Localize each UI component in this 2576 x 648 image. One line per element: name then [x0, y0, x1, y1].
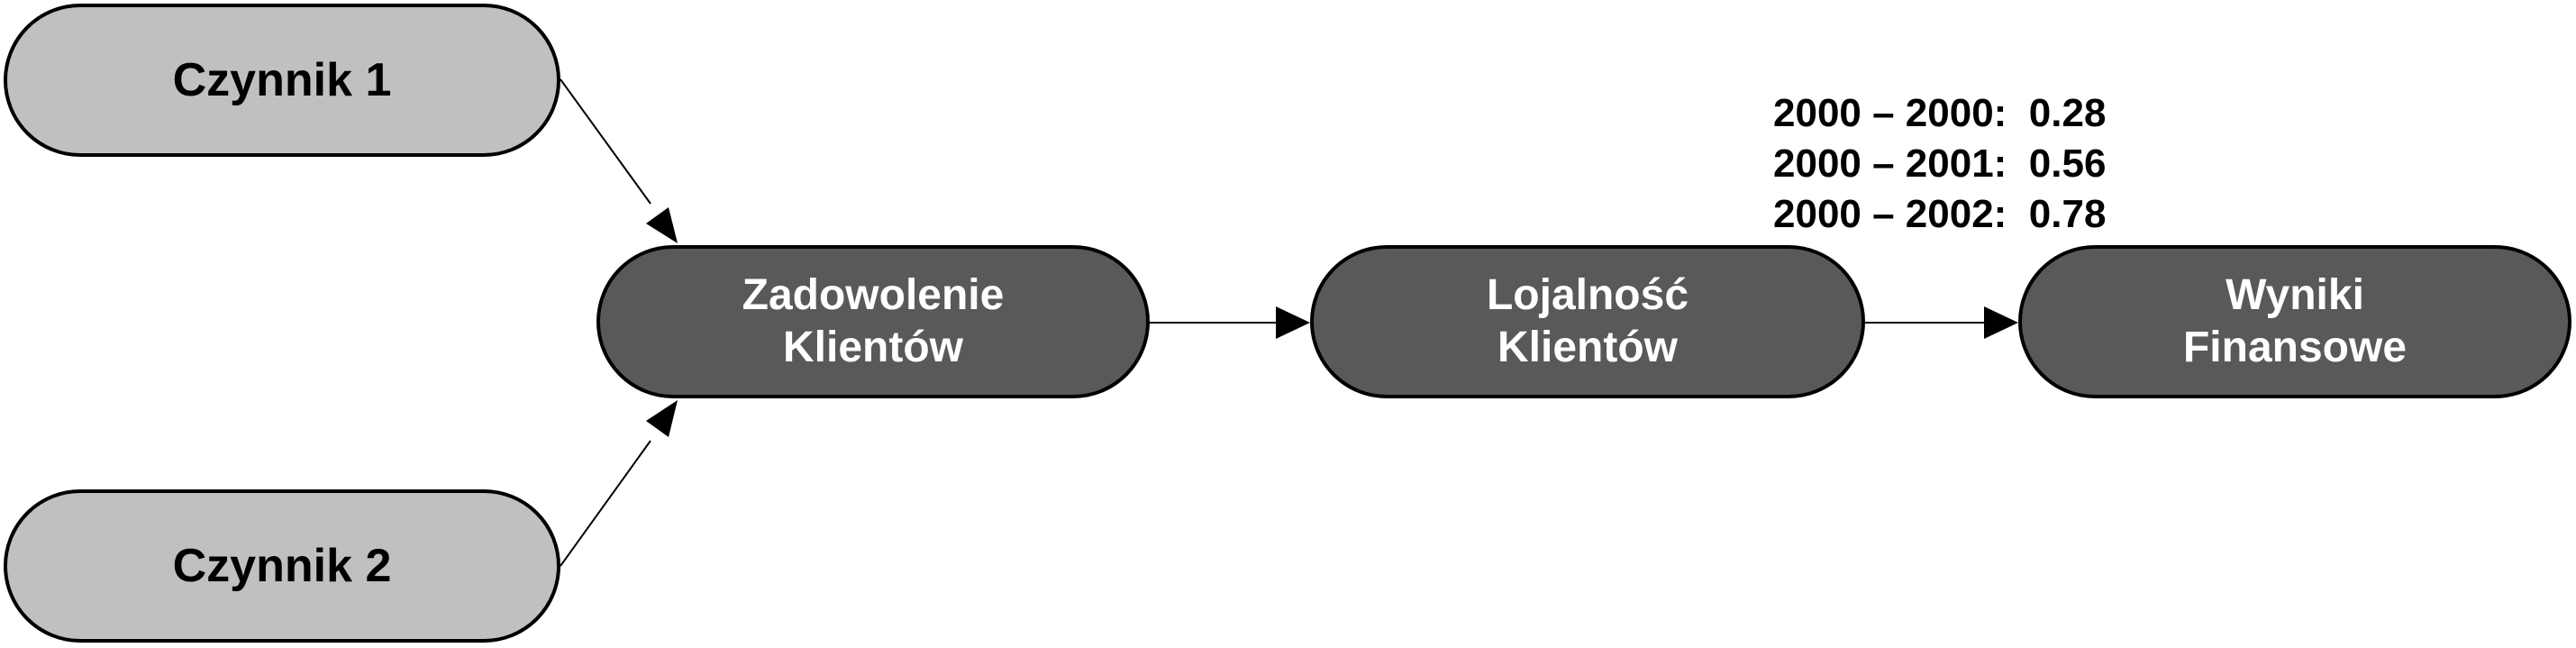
node-lojalnosc-line1: Lojalność — [1486, 271, 1689, 320]
correlation-period: 2000 – 2002: — [1773, 192, 2007, 236]
arrowhead-loyalty-to-financial — [1984, 306, 2018, 339]
node-czynnik-1-label: Czynnik 1 — [172, 54, 392, 106]
node-czynnik-2: Czynnik 2 — [4, 489, 560, 643]
node-wyniki-finansowe: Wyniki Finansowe — [2018, 245, 2571, 398]
correlation-period: 2000 – 2001: — [1773, 141, 2007, 186]
correlation-row: 2000 – 2000: 0.28 — [1773, 88, 2106, 139]
node-lojalnosc-klientow: Lojalność Klientów — [1310, 245, 1865, 398]
edge-factor2-to-satisfaction — [560, 440, 651, 567]
correlation-row: 2000 – 2001: 0.56 — [1773, 139, 2106, 189]
node-wyniki-line1: Wyniki — [2226, 271, 2364, 320]
arrowhead-factor2-to-satisfaction — [646, 400, 678, 437]
arrowhead-factor1-to-satisfaction — [646, 207, 678, 243]
node-zadowolenie-line1: Zadowolenie — [742, 271, 1005, 320]
correlation-value: 0.28 — [2028, 91, 2107, 135]
node-zadowolenie-line2: Klientów — [783, 324, 963, 371]
node-lojalnosc-line2: Klientów — [1497, 324, 1678, 371]
node-wyniki-line2: Finansowe — [2182, 324, 2408, 371]
correlation-annotation: 2000 – 2000: 0.28 2000 – 2001: 0.56 2000… — [1773, 88, 2106, 240]
correlation-value: 0.56 — [2028, 141, 2107, 186]
node-czynnik-2-label: Czynnik 2 — [172, 540, 392, 592]
node-czynnik-1: Czynnik 1 — [4, 4, 560, 157]
correlation-period: 2000 – 2000: — [1773, 91, 2007, 135]
correlation-value: 0.78 — [2028, 192, 2107, 236]
correlation-row: 2000 – 2002: 0.78 — [1773, 189, 2106, 240]
node-zadowolenie-klientow: Zadowolenie Klientów — [596, 245, 1150, 398]
arrowhead-satisfaction-to-loyalty — [1276, 306, 1310, 339]
edge-factor1-to-satisfaction — [560, 78, 651, 205]
